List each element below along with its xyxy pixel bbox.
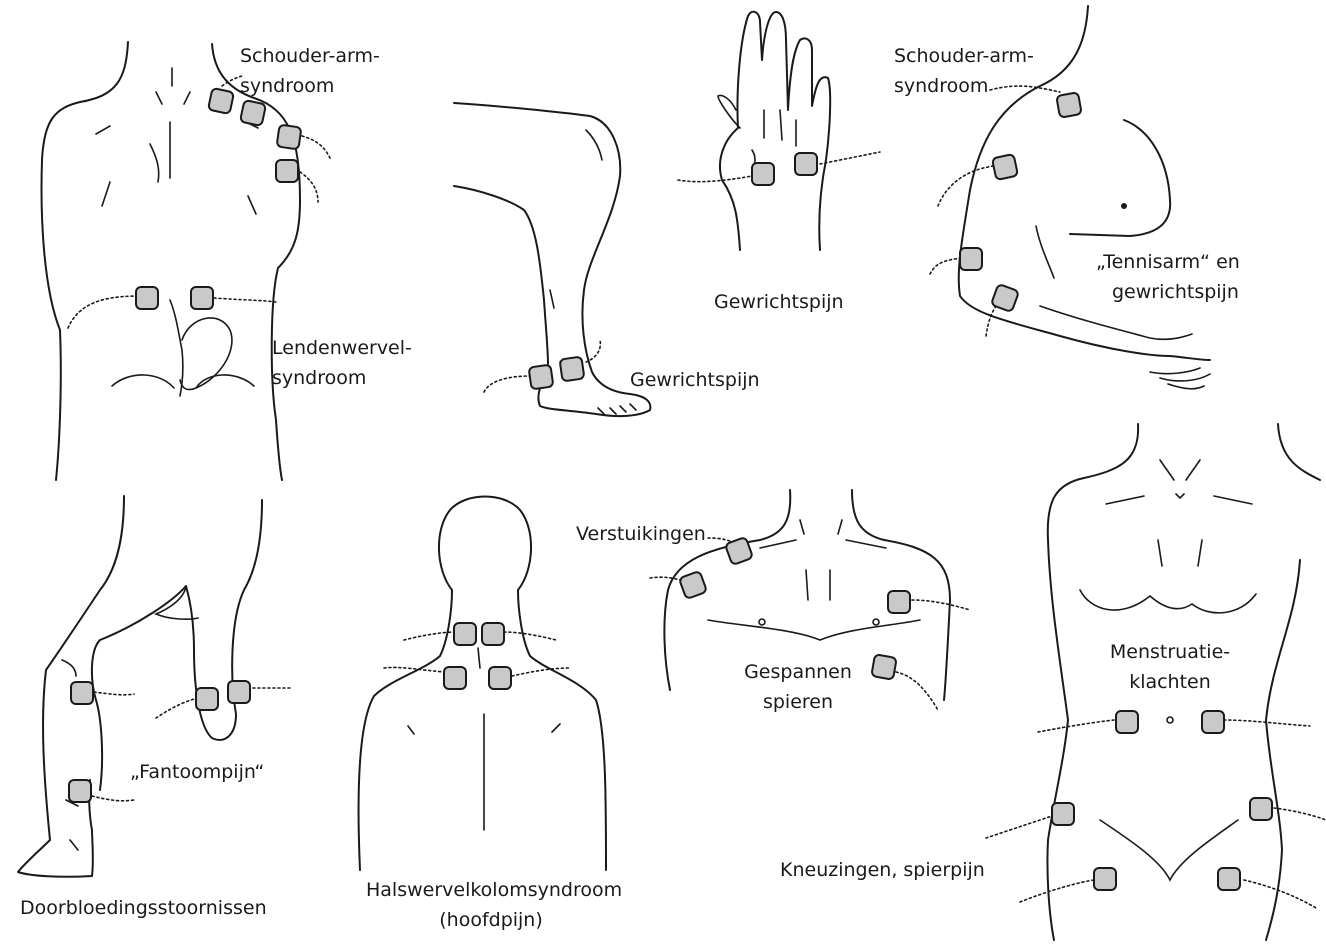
label-lumbar-2: syndroom — [272, 366, 366, 390]
figure-hand — [678, 12, 880, 250]
label-circulation: Doorbloedingsstoornissen — [20, 896, 267, 920]
label-lumbar: Lendenwervel- — [272, 336, 412, 360]
label-menstrual: Menstruatie- — [1100, 640, 1240, 664]
electrode-pad-icon — [1052, 803, 1074, 825]
electrode-pad-icon — [276, 160, 298, 182]
figure-leg — [454, 103, 650, 416]
label-menstrual-2: klachten — [1100, 670, 1240, 694]
electrode-pad-icon — [992, 154, 1018, 180]
electrode-pad-icon — [71, 682, 93, 704]
electrode-pad-icon — [1250, 798, 1272, 820]
electrode-pad-icon — [795, 153, 817, 175]
label-shoulder-arm-back: Schouder-arm- — [240, 44, 380, 68]
electrode-pad-icon — [444, 667, 466, 689]
label-tense-muscles: Gespannen — [738, 660, 858, 684]
electrode-pad-icon — [529, 365, 554, 390]
electrode-pad-icon — [208, 88, 234, 114]
electrode-pad-icon — [1218, 868, 1240, 890]
label-shoulder-arm-side-2: syndroom — [894, 74, 988, 98]
electrode-pad-icon — [560, 357, 585, 382]
electrode-pad-icon — [1056, 92, 1081, 117]
label-cervical: Halswervelkolomsyndroom — [366, 878, 616, 902]
electrode-pad-icon — [196, 688, 218, 710]
label-joint-pain-hand: Gewrichtspijn — [714, 290, 844, 314]
label-sprains: Verstuikingen — [576, 522, 706, 546]
label-phantom-pain: „Fantoompijn“ — [130, 760, 264, 784]
figure-neck — [359, 497, 606, 871]
nipple-dot — [1121, 203, 1127, 209]
label-shoulder-arm-back-2: syndroom — [240, 74, 334, 98]
electrode-pad-icon — [752, 163, 774, 185]
label-cervical-2: (hoofdpijn) — [366, 908, 616, 932]
label-joint-pain-ankle: Gewrichtspijn — [630, 368, 760, 392]
electrode-pad-icon — [454, 623, 476, 645]
electrode-pad-icon — [228, 681, 250, 703]
electrode-pad-icon — [1094, 868, 1116, 890]
label-tennis-arm-2: gewrichtspijn — [1112, 280, 1239, 304]
figure-amputated-leg — [18, 496, 292, 877]
electrode-pad-icon — [679, 571, 707, 599]
electrode-pad-icon — [191, 287, 213, 309]
label-tennis-arm: „Tennisarm“ en — [1096, 250, 1240, 274]
electrode-pad-icon — [960, 248, 982, 270]
electrode-pad-icon — [482, 623, 504, 645]
electrode-pad-icon — [489, 667, 511, 689]
electrode-pad-icon — [1202, 711, 1224, 733]
electrode-pad-icon — [277, 125, 302, 150]
label-tense-muscles-2: spieren — [738, 690, 858, 714]
label-shoulder-arm-side: Schouder-arm- — [894, 44, 1034, 68]
electrode-pad-icon — [69, 780, 91, 802]
electrode-pad-icon — [1116, 711, 1138, 733]
electrode-pad-icon — [888, 591, 910, 613]
figure-back-torso — [42, 42, 330, 480]
electrode-pad-icon — [136, 287, 158, 309]
label-bruises: Kneuzingen, spierpijn — [780, 858, 985, 882]
electrode-pad-icon — [871, 654, 896, 679]
electrode-pad-icon — [240, 100, 266, 126]
